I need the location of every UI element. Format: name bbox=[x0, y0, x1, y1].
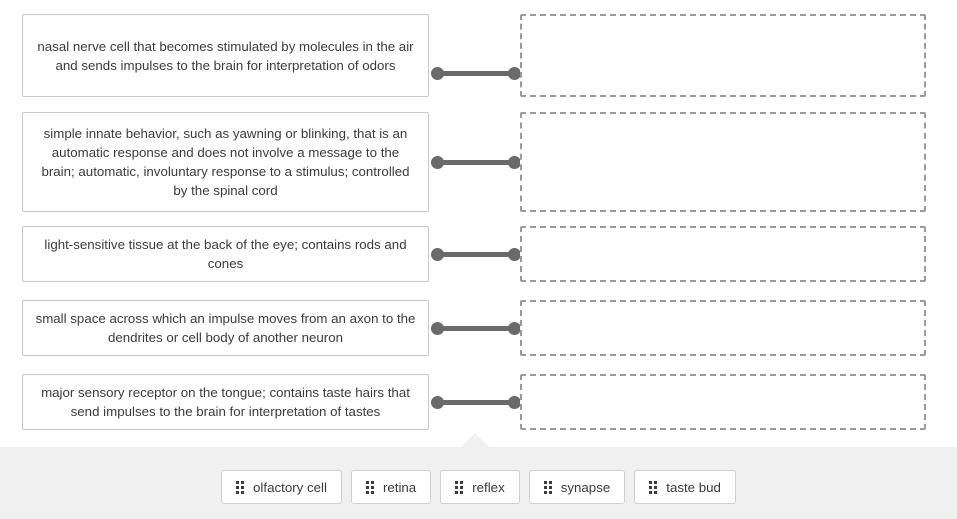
prompt-card-1: nasal nerve cell that becomes stimulated… bbox=[22, 14, 429, 97]
prompt-text: simple innate behavior, such as yawning … bbox=[41, 126, 410, 198]
prompt-text: small space across which an impulse move… bbox=[35, 311, 416, 345]
prompt-text: nasal nerve cell that becomes stimulated… bbox=[37, 38, 414, 73]
connector-bar bbox=[442, 399, 510, 405]
connector-knob-right bbox=[508, 395, 521, 409]
drag-handle-icon[interactable] bbox=[543, 480, 552, 494]
prompt-text: major sensory receptor on the tongue; co… bbox=[41, 385, 410, 419]
prompt-card-2: simple innate behavior, such as yawning … bbox=[22, 112, 429, 212]
drop-zone-1[interactable] bbox=[520, 14, 926, 97]
answer-bank-pointer-icon bbox=[460, 433, 490, 448]
answer-tile-label: taste bud bbox=[666, 479, 721, 495]
prompt-card-4: small space across which an impulse move… bbox=[22, 300, 429, 356]
connector-line-3 bbox=[431, 247, 521, 261]
connector-knob-left bbox=[431, 321, 444, 335]
connector-line-4 bbox=[431, 321, 521, 335]
answer-tile-label: olfactory cell bbox=[253, 479, 327, 495]
answer-tile-olfactory-cell[interactable]: olfactory cell bbox=[221, 470, 342, 504]
answer-tile-label: synapse bbox=[560, 479, 611, 495]
connector-knob-left bbox=[431, 247, 444, 261]
drag-handle-icon[interactable] bbox=[455, 480, 464, 494]
prompt-card-5: major sensory receptor on the tongue; co… bbox=[22, 374, 429, 430]
drop-zone-4[interactable] bbox=[520, 300, 926, 356]
match-row: simple innate behavior, such as yawning … bbox=[0, 112, 957, 212]
match-row: nasal nerve cell that becomes stimulated… bbox=[0, 14, 957, 97]
connector-line-2 bbox=[431, 155, 521, 169]
drag-handle-icon[interactable] bbox=[649, 480, 658, 494]
connector-knob-left bbox=[431, 395, 444, 409]
connector-knob-left bbox=[431, 66, 444, 80]
drop-zone-5[interactable] bbox=[520, 374, 926, 430]
match-row: major sensory receptor on the tongue; co… bbox=[0, 374, 957, 430]
connector-knob-right bbox=[508, 155, 521, 169]
connector-knob-right bbox=[508, 321, 521, 335]
drag-handle-icon[interactable] bbox=[365, 480, 374, 494]
connector-knob-right bbox=[508, 247, 521, 261]
answer-bank-tiles: olfactory cell retina reflex synapse tas… bbox=[0, 470, 957, 504]
answer-tile-label: reflex bbox=[472, 479, 505, 495]
connector-bar bbox=[442, 325, 510, 331]
connector-bar bbox=[442, 159, 510, 165]
connector-bar bbox=[442, 70, 510, 76]
answer-tile-reflex[interactable]: reflex bbox=[440, 470, 520, 504]
prompt-text: light-sensitive tissue at the back of th… bbox=[44, 237, 407, 271]
drop-zone-2[interactable] bbox=[520, 112, 926, 212]
match-row: light-sensitive tissue at the back of th… bbox=[0, 226, 957, 282]
connector-knob-right bbox=[508, 66, 521, 80]
answer-tile-label: retina bbox=[382, 479, 417, 495]
drag-handle-icon[interactable] bbox=[236, 480, 245, 494]
answer-tile-taste-bud[interactable]: taste bud bbox=[634, 470, 736, 504]
match-row: small space across which an impulse move… bbox=[0, 300, 957, 356]
connector-line-5 bbox=[431, 395, 521, 409]
answer-tile-synapse[interactable]: synapse bbox=[528, 470, 626, 504]
answer-bank: olfactory cell retina reflex synapse tas… bbox=[0, 433, 957, 519]
connector-bar bbox=[442, 251, 510, 257]
connector-knob-left bbox=[431, 155, 444, 169]
prompt-card-3: light-sensitive tissue at the back of th… bbox=[22, 226, 429, 282]
drop-zone-3[interactable] bbox=[520, 226, 926, 282]
answer-tile-retina[interactable]: retina bbox=[350, 470, 432, 504]
connector-line-1 bbox=[431, 66, 521, 80]
matching-activity: nasal nerve cell that becomes stimulated… bbox=[0, 14, 957, 430]
